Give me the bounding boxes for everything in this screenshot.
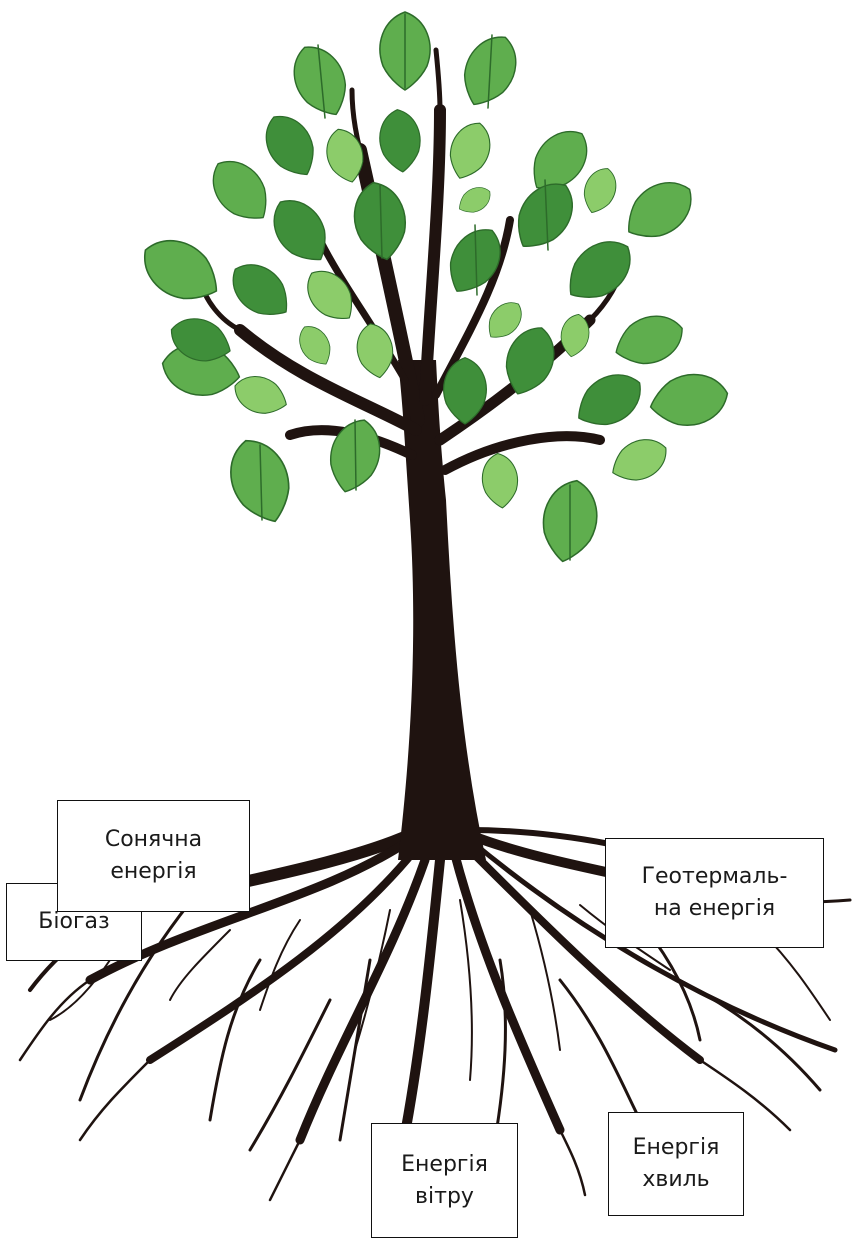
- label-geothermal-energy: Геотермаль- на енергія: [605, 838, 824, 948]
- label-wave-energy: Енергія хвиль: [608, 1112, 744, 1216]
- label-solar-energy: Сонячна енергія: [57, 800, 250, 912]
- label-wind-energy: Енергія вітру: [371, 1123, 518, 1238]
